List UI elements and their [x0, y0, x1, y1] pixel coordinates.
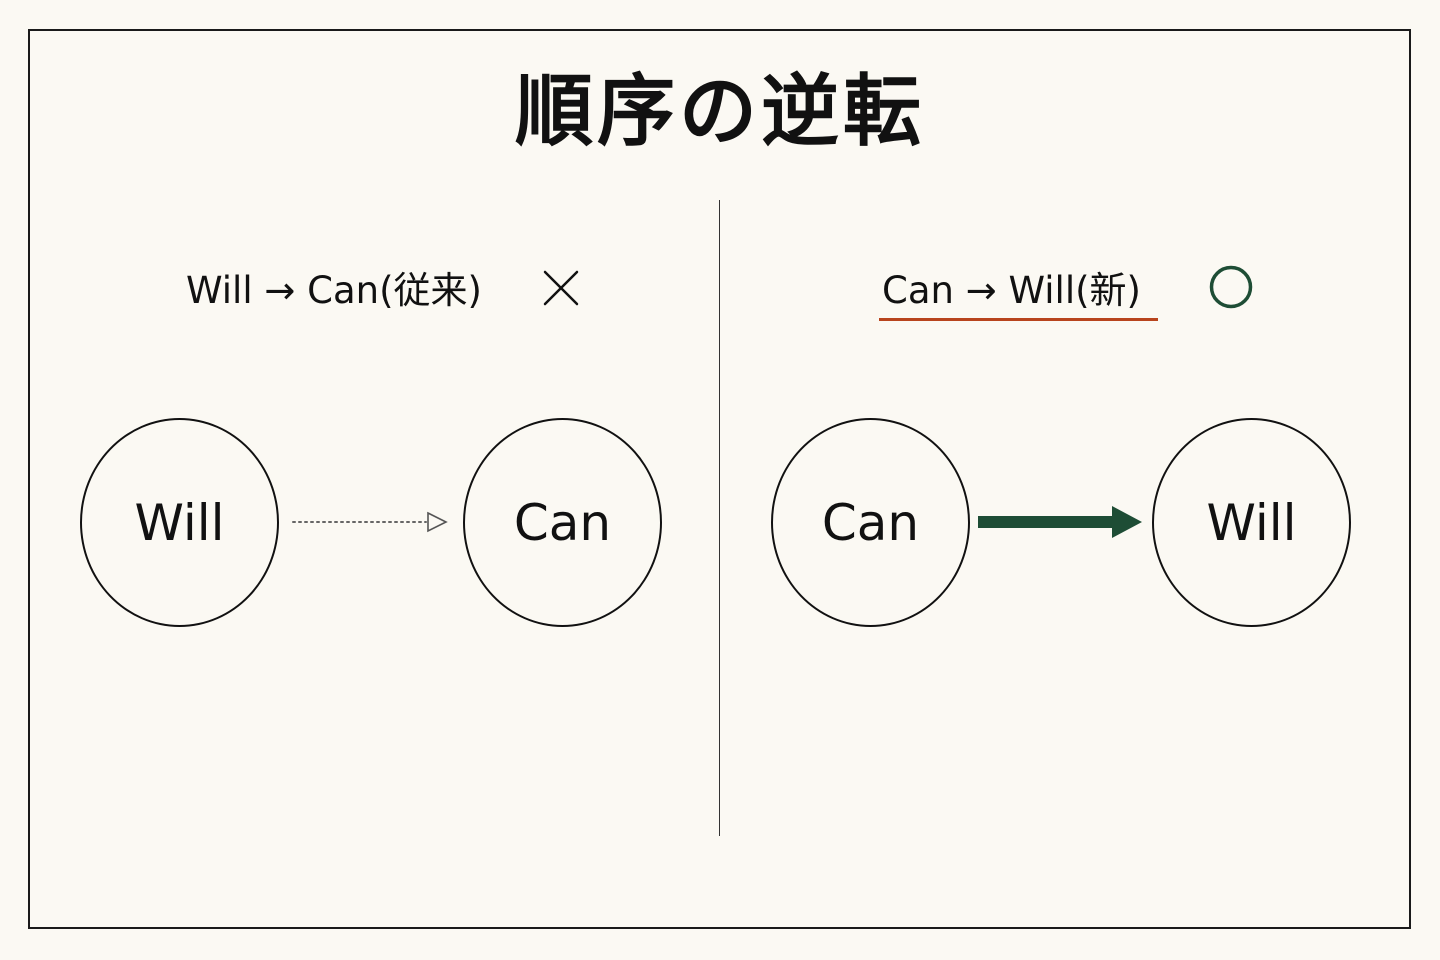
right-heading-underline [879, 318, 1158, 321]
cross-icon [543, 270, 579, 306]
dotted-arrow [292, 511, 448, 533]
right-node-can: Can [771, 418, 970, 627]
panel-divider [719, 200, 720, 836]
circle-icon [1209, 265, 1253, 309]
left-node-will: Will [80, 418, 279, 627]
left-node-can: Can [463, 418, 662, 627]
right-node-will-label: Will [1206, 493, 1297, 552]
left-node-can-label: Can [513, 493, 612, 552]
left-node-will-label: Will [134, 493, 225, 552]
right-node-will: Will [1152, 418, 1351, 627]
right-node-can-label: Can [821, 493, 920, 552]
left-panel-heading: Will → Can(従来) [186, 269, 482, 312]
diagram-title: 順序の逆転 [514, 66, 925, 157]
solid-arrow [978, 506, 1142, 538]
right-panel-heading: Can → Will(新) [882, 269, 1141, 312]
diagram-frame [28, 29, 1411, 929]
